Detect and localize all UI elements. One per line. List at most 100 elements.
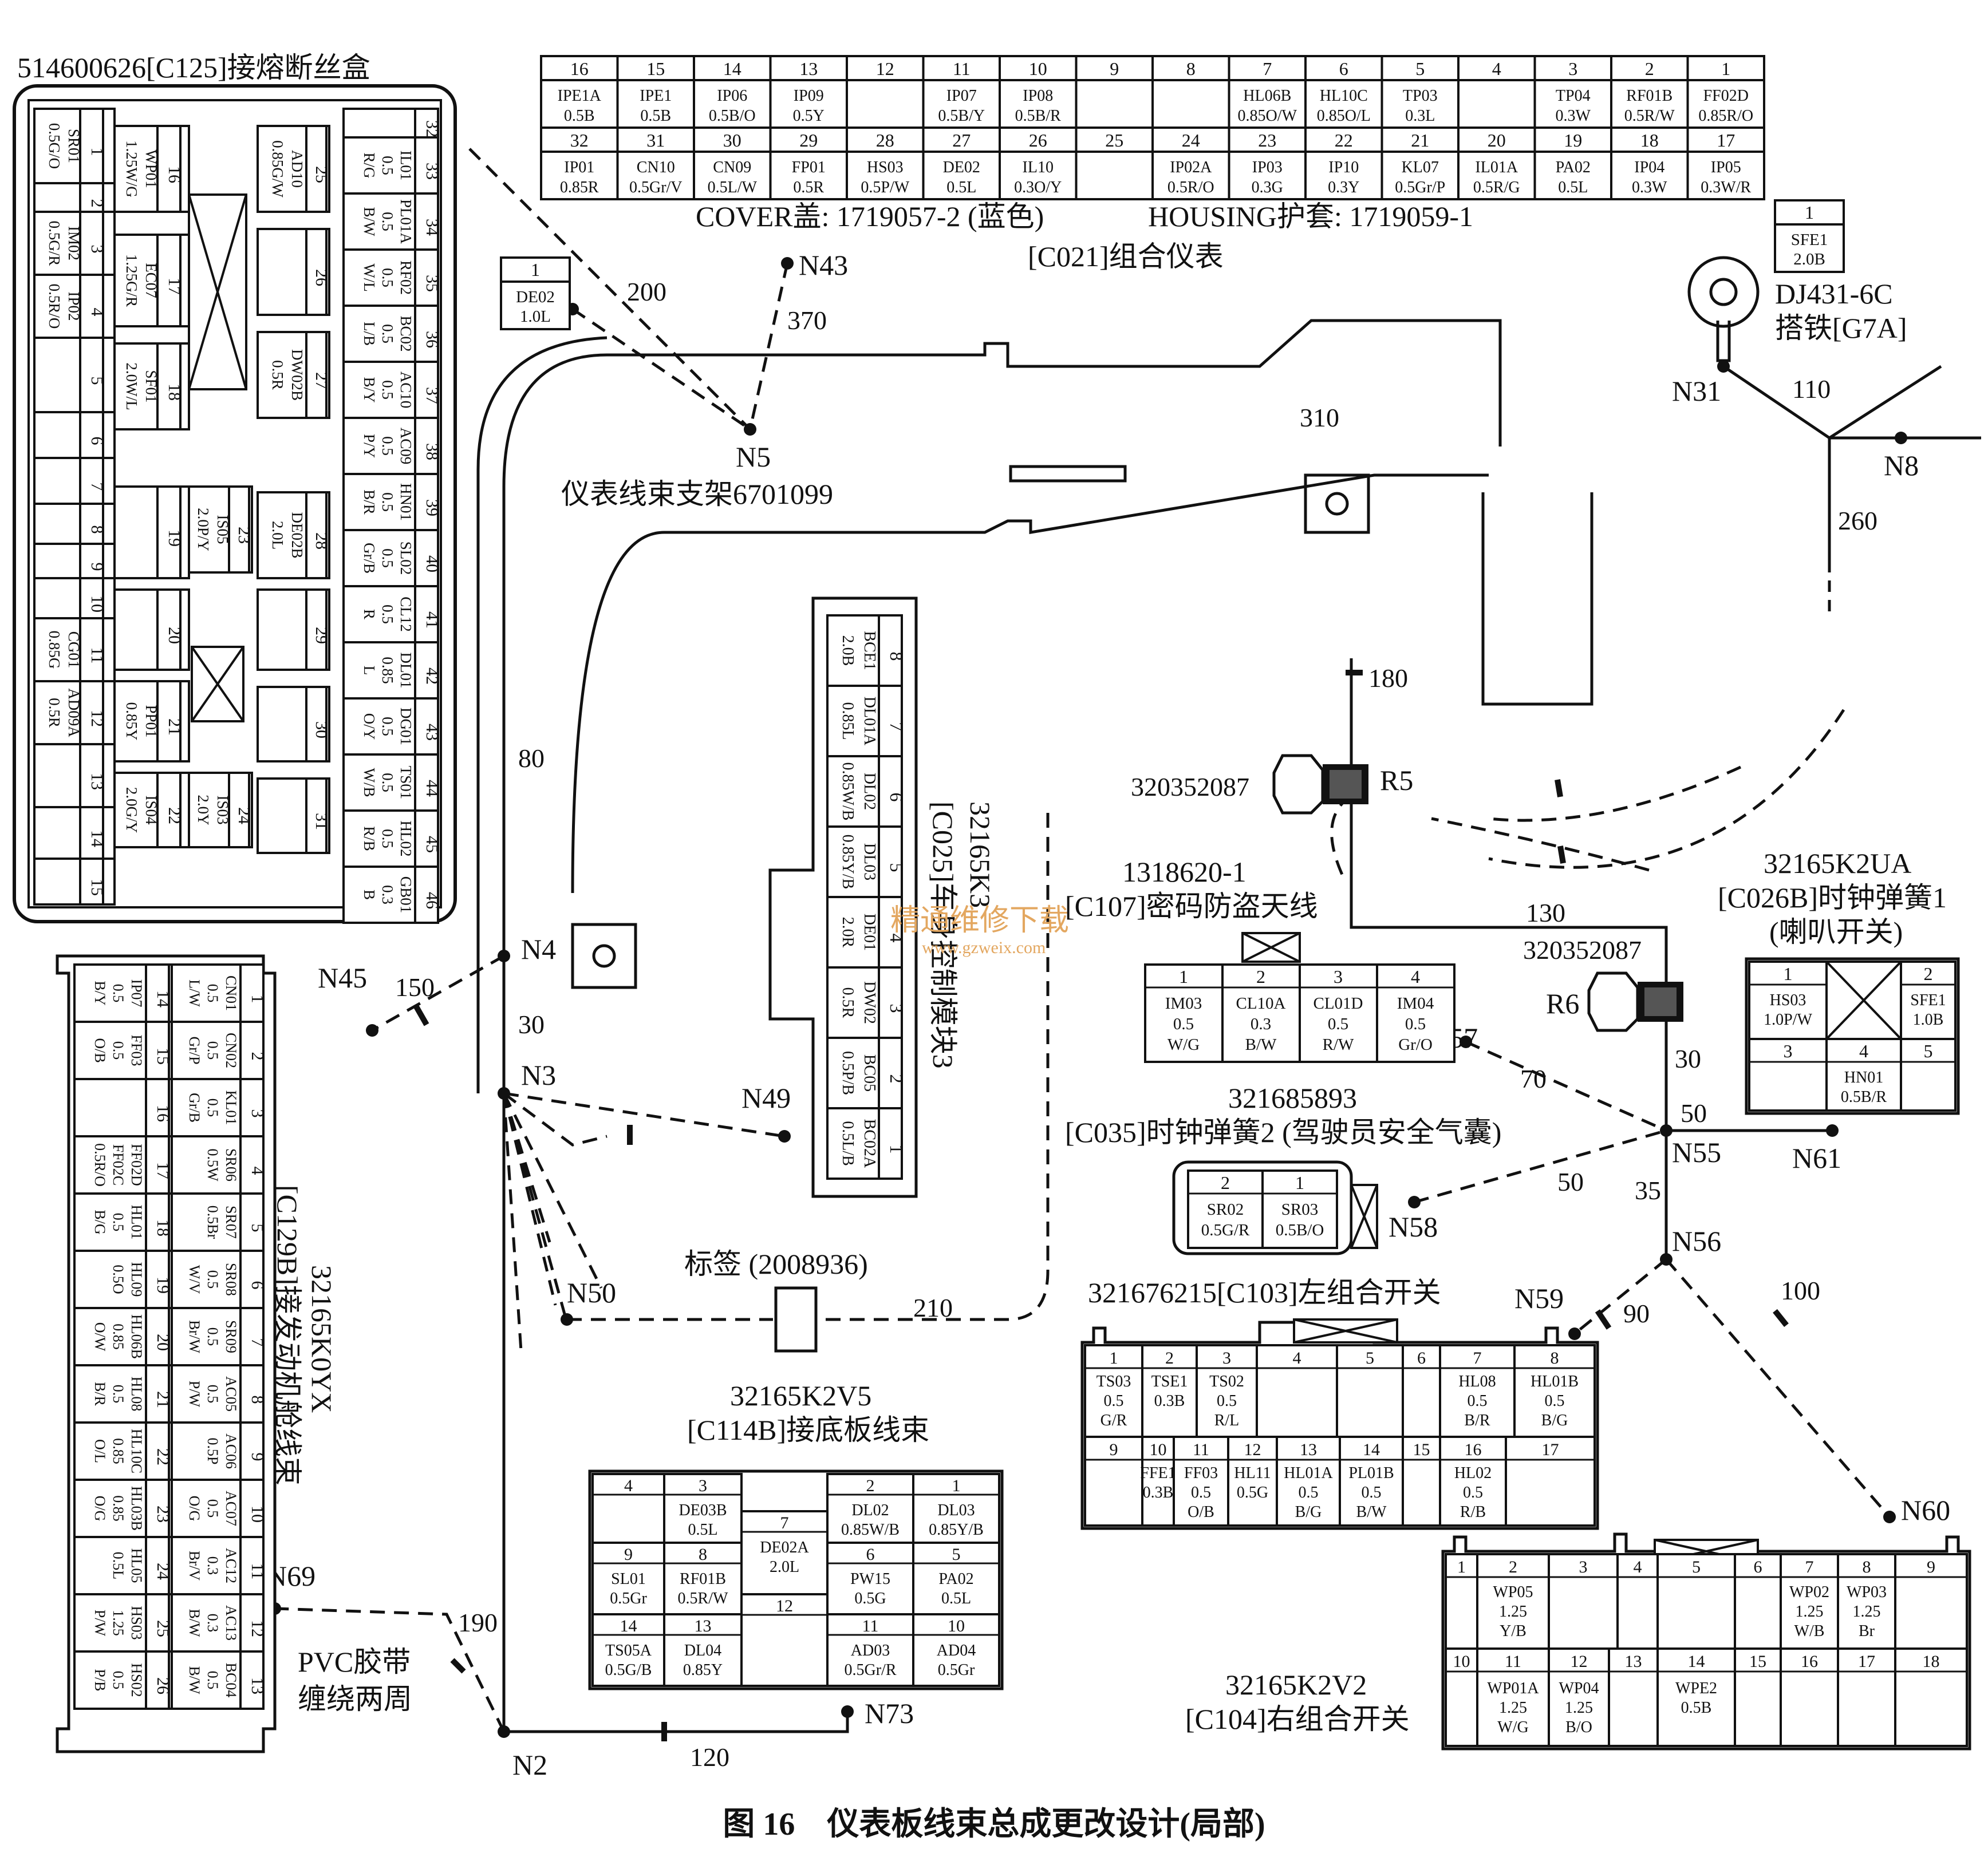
fuse-pin: 25 [312, 166, 331, 183]
fuse-wire: AC10 [397, 372, 415, 409]
c107-pin: 2 [1256, 966, 1265, 987]
fuse-wire: 2.0L [269, 521, 286, 550]
c114-wire: 0.5L [941, 1590, 971, 1607]
c104-wire: 0.5B [1681, 1699, 1712, 1717]
c129-wire: BC04 [223, 1663, 239, 1698]
fuse-pin: 13 [88, 773, 107, 790]
c114-wire: 0.5Gr/R [845, 1661, 897, 1679]
c021-wire: 0.5B [640, 107, 671, 125]
c129-wire: 0.3 [204, 1614, 221, 1633]
pvc-note-1: PVC胶带 [298, 1646, 411, 1678]
blocked-x-icon [1825, 961, 1902, 1040]
fuse-pin-cell [305, 491, 328, 579]
c129-pin: 4 [248, 1167, 267, 1175]
fuse-wire: BC02 [397, 315, 415, 351]
c103-wire: 0.5 [1362, 1484, 1382, 1502]
c104-pin: 10 [1453, 1652, 1470, 1671]
fuse-wire: IS03 [214, 795, 231, 824]
c025-pin: 7 [886, 722, 907, 732]
clip-r6-part: 320352087 [1523, 935, 1642, 965]
c129-pin: 14 [153, 990, 172, 1007]
fuse-wire: 0.5 [379, 156, 396, 175]
c021-wire-cell [1075, 151, 1154, 200]
node-n55: N55 [1672, 1136, 1721, 1168]
c021-pin: 29 [799, 130, 818, 151]
dim: 370 [787, 306, 827, 335]
c103-wire: B/G [1541, 1412, 1568, 1429]
c104-pin: 1 [1457, 1558, 1466, 1576]
c104-cell [1780, 1647, 1839, 1747]
c035-part: 321685893 [1228, 1082, 1357, 1114]
c103-wire: HL01A [1284, 1464, 1333, 1482]
c107-wire: IM03 [1165, 994, 1202, 1013]
fuse-pin: 41 [423, 611, 441, 629]
c021-pin: 24 [1182, 130, 1200, 151]
c129-wire: 0.85 [110, 1323, 127, 1350]
c104-wire: Y/B [1500, 1622, 1527, 1640]
fuse-pin: 15 [88, 879, 107, 896]
c025-wire: DE01 [861, 914, 878, 951]
fuse-wire: 0.85G [46, 631, 63, 669]
fuse-wire: 2.0Y [195, 795, 212, 825]
c103-wire: 0.5G [1237, 1484, 1268, 1502]
fuse-wire: P/Y [361, 434, 378, 458]
c129-pin-cell [239, 1135, 265, 1195]
c129-wire: Gr/B [186, 1093, 203, 1123]
relay-x-icon [191, 646, 244, 722]
c025-pin: 3 [886, 1004, 907, 1013]
fuse-pin-cell [156, 342, 182, 430]
fuse-pin: 26 [312, 269, 331, 286]
c129-wire: B/W [186, 1609, 203, 1637]
c104-pin: 15 [1749, 1652, 1766, 1671]
c107-cell [1299, 963, 1378, 1063]
c021-pin-cell [1533, 55, 1612, 81]
fuse-pin: 16 [165, 166, 184, 183]
c114-pin: 10 [948, 1617, 965, 1635]
fuse-pin-cell [79, 108, 104, 184]
c104-pin: 13 [1625, 1652, 1642, 1671]
c103-cell [1141, 1436, 1175, 1527]
c104-wire: WP02 [1789, 1583, 1829, 1601]
c103-pin: 2 [1165, 1349, 1174, 1368]
c114-title-1: 32165K2V5 [730, 1380, 871, 1412]
c129-wire: 0.5 [204, 984, 221, 1003]
c129-wire: HS02 [128, 1663, 145, 1697]
c104-cell [1476, 1553, 1550, 1650]
fuse-wire: HL02 [397, 821, 415, 857]
fuse-wire: L [361, 666, 378, 675]
c129-pin: 16 [153, 1105, 172, 1122]
fuse-pin: 7 [88, 483, 107, 491]
c129-pin: 18 [153, 1219, 172, 1236]
c104-pin: 14 [1688, 1652, 1705, 1671]
c103-pin: 10 [1150, 1440, 1167, 1459]
sfe1-spec: 2.0B [1793, 250, 1825, 268]
c021-pin: 5 [1415, 58, 1425, 79]
c025-pin: 5 [886, 863, 907, 872]
fuse-pin-cell [414, 305, 439, 363]
fuse-wire: O/Y [361, 713, 378, 740]
fuse-wire: RF02 [397, 260, 415, 295]
fuse-wire: 0.5 [379, 604, 396, 624]
c021-wire: RF01B [1626, 87, 1673, 105]
c025-wire: BCE1 [861, 631, 878, 670]
c129-pin-cell [239, 1078, 265, 1137]
c104-pin: 18 [1923, 1652, 1940, 1671]
fuse-wire: PP01 [143, 705, 160, 737]
node-n8: N8 [1884, 449, 1919, 481]
fuse-wire: R/B [361, 826, 378, 851]
fuse-pin: 33 [423, 163, 441, 180]
c129-wire: O/B [92, 1038, 108, 1062]
fuse-wire: Gr/B [361, 543, 378, 574]
fuse-wire: EC07 [143, 263, 160, 298]
sfe1-wire: SFE1 [1791, 231, 1828, 249]
fuse-pin-cell [79, 274, 104, 339]
connector-c025: 8BCE12.0B7DL01A0.85L6DL020.85W/B5DL030.8… [768, 596, 918, 1198]
c021-pin-cell [693, 127, 772, 153]
c035-pin: 1 [1295, 1172, 1304, 1193]
c025-pin: 2 [886, 1074, 907, 1084]
c129-wire: O/W [92, 1322, 108, 1352]
c103-wire: TSE1 [1151, 1373, 1188, 1390]
c114-wire: DL03 [937, 1502, 975, 1519]
fuse-wire: 0.5R [269, 360, 286, 390]
fuse-wire: GB01 [397, 876, 415, 914]
